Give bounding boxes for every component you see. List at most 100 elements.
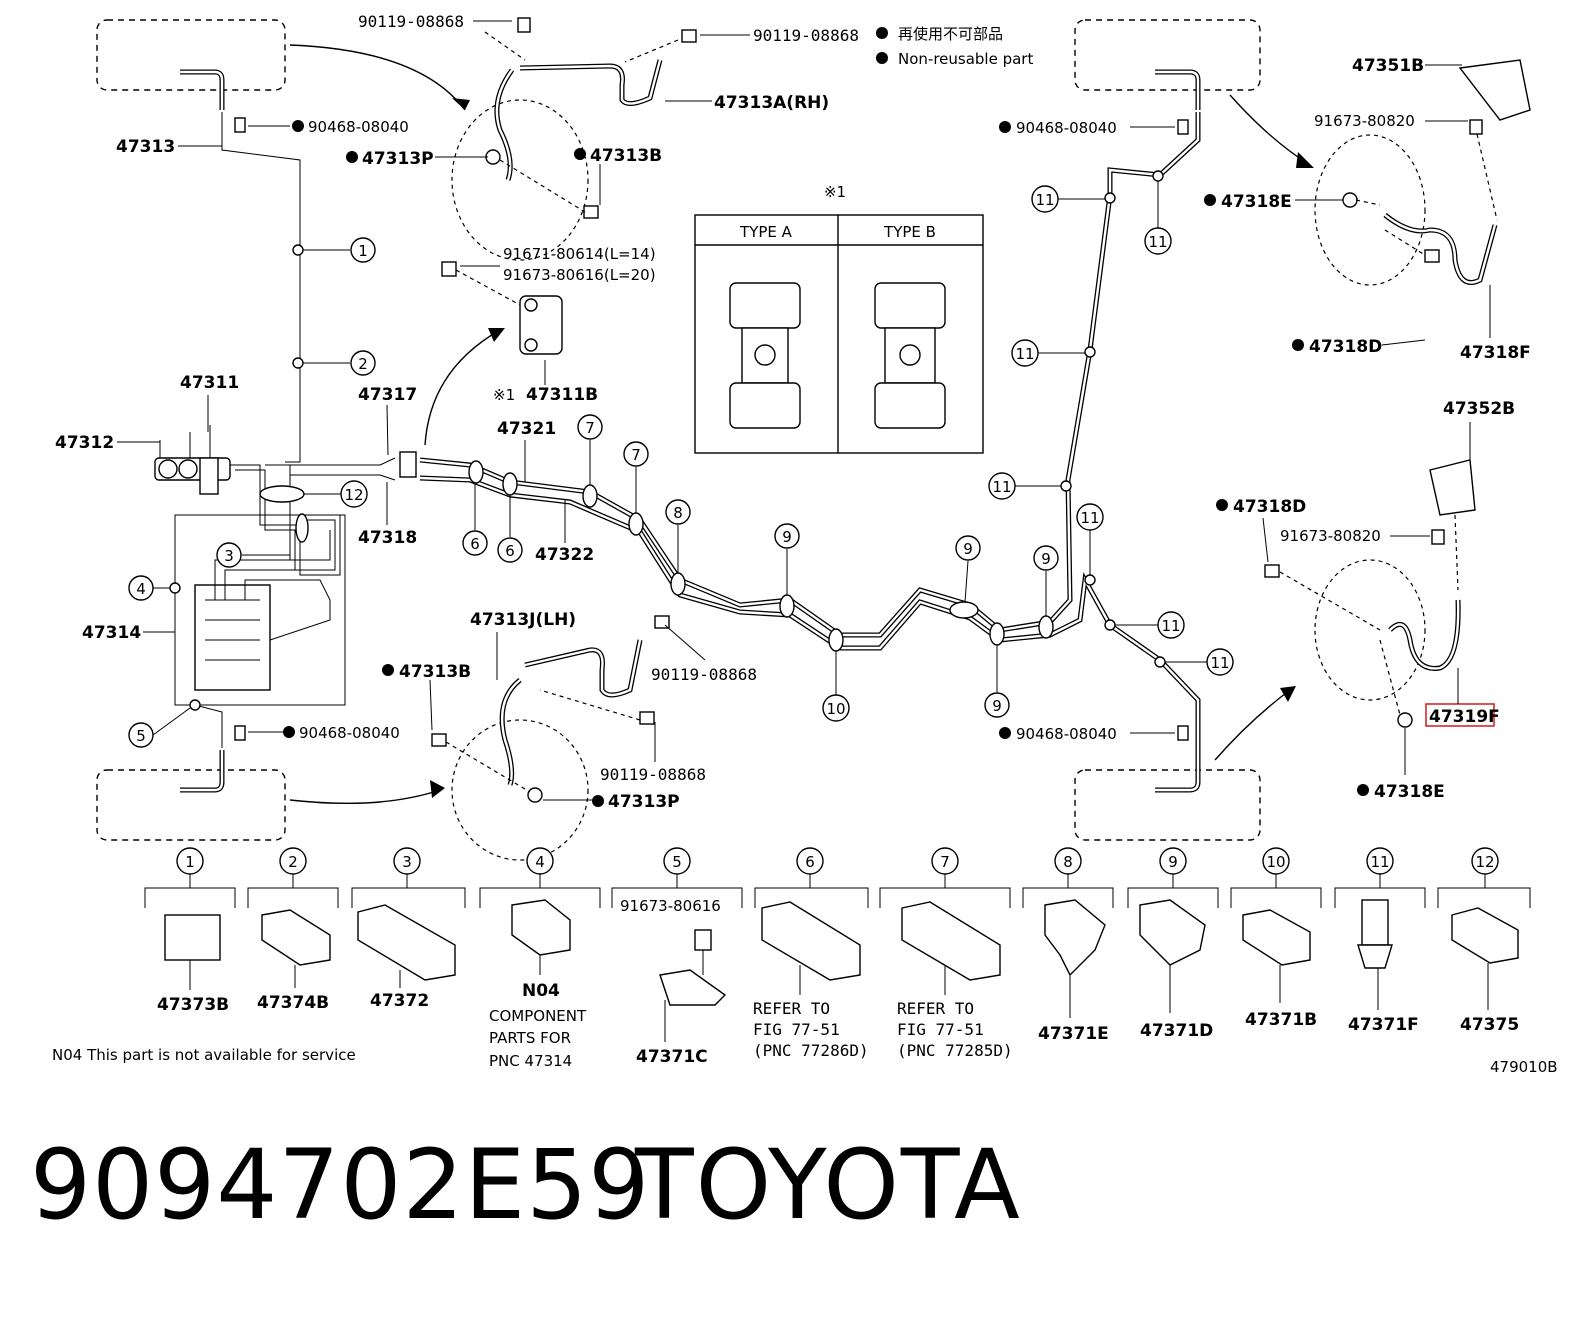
actuator-47314: [194, 584, 271, 691]
stub-pipe-fr: [1155, 69, 1201, 110]
callout-ref1: ※1: [493, 386, 515, 404]
part-column-7: 7 REFER TO FIG 77-51 (PNC 77285D): [879, 847, 1013, 1060]
part-6-ref-1: REFER TO: [753, 999, 830, 1018]
svg-text:6: 6: [470, 535, 480, 553]
product-footer: 9094702E59 TOYOTA: [30, 1130, 1570, 1250]
bracket-47352B: [1429, 459, 1476, 516]
bolt-icon: [441, 261, 457, 277]
arrow-fl: [289, 44, 466, 111]
callout-47318: 47318: [358, 528, 417, 548]
svg-text:2: 2: [288, 853, 298, 871]
callout-47317: 47317: [358, 385, 417, 405]
callout-47319F[interactable]: 47319F: [1429, 707, 1500, 727]
svg-text:12: 12: [344, 486, 363, 504]
bolt-icon: [1424, 249, 1440, 263]
arrow-bracket: [424, 329, 501, 446]
part-6-ref-2: FIG 77-51: [753, 1020, 840, 1039]
svg-text:11: 11: [1210, 654, 1229, 672]
callout-47313P-top: 47313P: [362, 149, 434, 169]
gasket-icon: [485, 149, 501, 165]
bolt-icon: [431, 733, 447, 747]
part-column-3: 3 47372: [351, 847, 466, 1011]
callout-47318E-top: 47318E: [1221, 192, 1292, 212]
clip-47373B-icon: [164, 914, 221, 961]
brake-tube-diagram: TYPE A TYPE B ※1 再使用不可部品 Non-reusable pa…: [52, 12, 1558, 1076]
callout-47318F: 47318F: [1460, 343, 1531, 363]
callout-90468-tl: 90468-08040: [308, 118, 409, 136]
type-box-ref: ※1: [824, 183, 846, 201]
part-47375: 47375: [1460, 1015, 1519, 1035]
svg-text:6: 6: [805, 853, 815, 871]
callout-90468-tr: 90468-08040: [1016, 119, 1117, 137]
callout-47318D-top: 47318D: [1309, 337, 1382, 357]
clip-47372-icon: [357, 904, 456, 981]
callout-47313A: 47313A(RH): [714, 93, 829, 113]
clip-number-callouts: 1 2 3 4 5 6 6 7 7 8 9 10 9 9 9 11 11 11 …: [128, 181, 1234, 748]
part-column-8: 8 47371E: [1022, 847, 1114, 1044]
callout-47311: 47311: [180, 373, 239, 393]
stub-pipe-fl: [180, 69, 225, 110]
clip-6-icon: [761, 901, 861, 981]
svg-text:11: 11: [992, 478, 1011, 496]
figure-id: 479010B: [1490, 1058, 1558, 1076]
callout-47318E-bot: 47318E: [1374, 782, 1445, 802]
part-column-4: 4 N04 COMPONENT PARTS FOR PNC 47314: [479, 847, 601, 1070]
svg-text:7: 7: [585, 419, 595, 437]
svg-text:8: 8: [1063, 853, 1073, 871]
svg-text:3: 3: [224, 547, 234, 565]
svg-text:8: 8: [673, 504, 683, 522]
svg-text:11: 11: [1161, 617, 1180, 635]
clip-47374B-icon: [261, 909, 331, 966]
non-reusable-dot-icon: [876, 27, 888, 39]
svg-text:12: 12: [1475, 853, 1494, 871]
highlight-box-47319F: [1425, 703, 1495, 727]
part-column-9: 9 47371D: [1127, 847, 1219, 1041]
svg-text:9: 9: [1168, 853, 1178, 871]
svg-text:3: 3: [402, 853, 412, 871]
svg-text:7: 7: [631, 446, 641, 464]
type-a-bracket: [729, 282, 801, 429]
part-47371C: 47371C: [636, 1047, 708, 1067]
callout-47313: 47313: [116, 137, 175, 157]
clip-47371E-icon: [1044, 899, 1106, 977]
svg-text:10: 10: [826, 700, 845, 718]
detail-circle-rr: [1314, 559, 1426, 701]
wheel-box-front-right: [1074, 19, 1261, 91]
callout-47318D-bot: 47318D: [1233, 497, 1306, 517]
part-47371E: 47371E: [1038, 1024, 1109, 1044]
svg-text:9: 9: [782, 528, 792, 546]
svg-text:9: 9: [992, 697, 1002, 715]
callout-47313B-top: 47313B: [590, 146, 662, 166]
type-a-label: TYPE A: [739, 223, 793, 241]
part-column-11: 11 47371F: [1334, 847, 1426, 1035]
arrow-rl: [289, 789, 441, 805]
detail-circle-fl: [451, 99, 589, 261]
tube-47313: [221, 112, 301, 463]
bolt-icon: [681, 29, 697, 43]
clip-icon: [1177, 725, 1189, 741]
bolt-icon: [639, 711, 655, 725]
clip-icon: [234, 725, 246, 741]
callout-47322: 47322: [535, 545, 594, 565]
type-box: [694, 214, 984, 454]
svg-text:2: 2: [358, 355, 368, 373]
brand-name: TOYOTA: [635, 1129, 1022, 1241]
clip-47371D-icon: [1139, 899, 1206, 966]
svg-text:10: 10: [1266, 853, 1285, 871]
clip-47375-icon: [1451, 907, 1519, 964]
svg-text:6: 6: [505, 542, 515, 560]
clip-47371B-icon: [1242, 909, 1311, 966]
detail-circle-fr: [1314, 134, 1426, 286]
part-47371B: 47371B: [1245, 1010, 1317, 1030]
callout-91673-820-bot: 91673-80820: [1280, 527, 1381, 545]
svg-text:5: 5: [136, 727, 146, 745]
clip-icon: [234, 117, 246, 133]
callout-47321: 47321: [497, 419, 556, 439]
gasket-icon: [1397, 712, 1413, 728]
clip-N04-icon: [511, 899, 571, 956]
bottom-parts-row: 1 47373B 2 47374B 3 47372 4 N04 COMPON: [144, 847, 1531, 1070]
callout-47311B: 47311B: [526, 385, 598, 405]
svg-text:4: 4: [136, 580, 146, 598]
svg-text:7: 7: [940, 853, 950, 871]
part-47371F: 47371F: [1348, 1015, 1419, 1035]
